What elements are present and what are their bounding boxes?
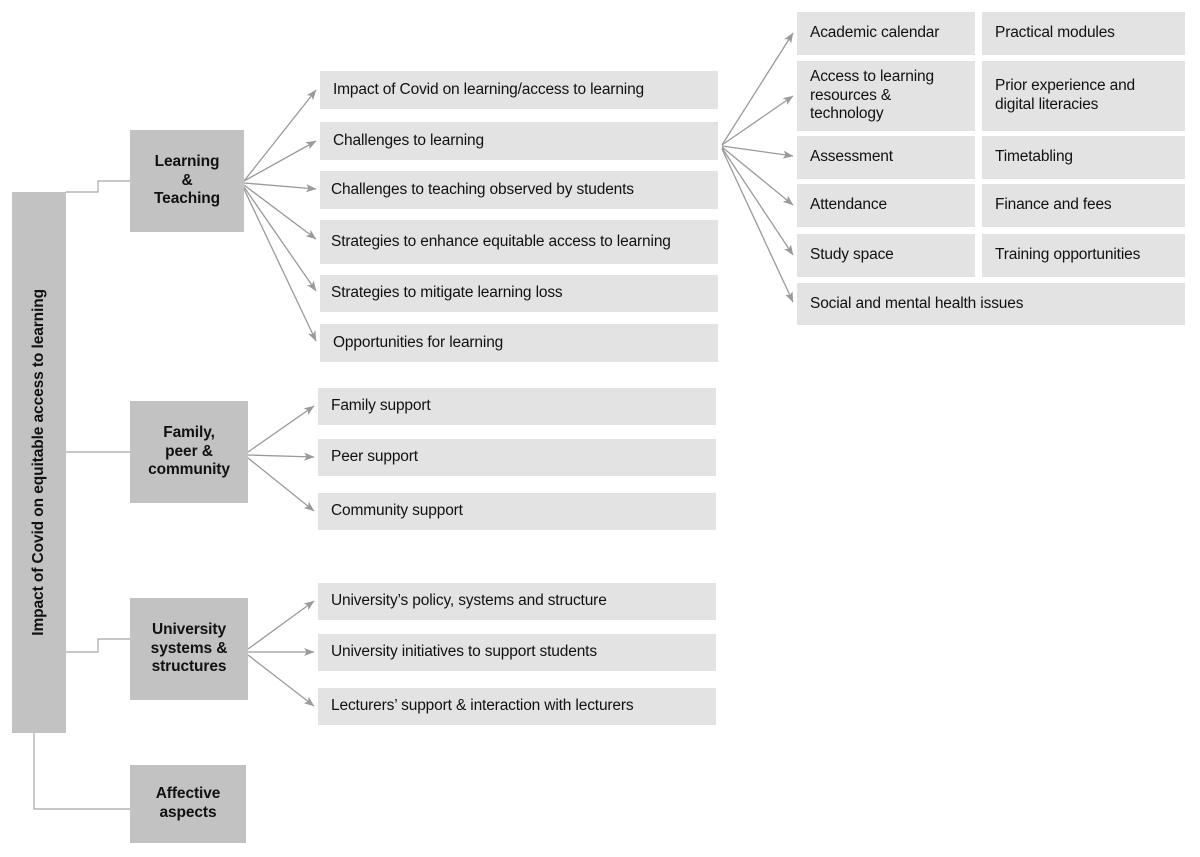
factor-academic-calendar[interactable]: Academic calendar: [797, 12, 975, 55]
category-label-line3: Teaching: [153, 190, 221, 208]
category-label-line2: aspects: [159, 804, 217, 821]
factor-label: Prior experience and digital literacies: [995, 77, 1136, 113]
subtheme-impact-of-covid-on-learning[interactable]: Impact of Covid on learning/access to le…: [320, 71, 718, 109]
factor-label: Access to learning resources & technolog…: [810, 67, 934, 123]
category-label-line2: systems &: [150, 639, 228, 657]
factor-label: Social and mental health issues: [810, 294, 1024, 312]
factor-social-and-mental-health-issues[interactable]: Social and mental health issues: [797, 283, 1185, 325]
category-label-line1: Affective: [155, 785, 221, 803]
subtheme-opportunities-for-learning[interactable]: Opportunities for learning: [320, 324, 718, 362]
subtheme-label: Strategies to mitigate learning loss: [331, 284, 563, 302]
factor-training-opportunities[interactable]: Training opportunities: [982, 234, 1185, 277]
subtheme-label: Opportunities for learning: [333, 333, 504, 351]
subtheme-university-policy-systems-structure[interactable]: University’s policy, systems and structu…: [318, 583, 716, 620]
root-node-label: Impact of Covid on equitable access to l…: [29, 289, 47, 636]
category-label-line3: structures: [151, 658, 227, 676]
factor-finance-and-fees[interactable]: Finance and fees: [982, 184, 1185, 227]
factor-label: Training opportunities: [995, 246, 1141, 264]
factor-practical-modules[interactable]: Practical modules: [982, 12, 1185, 55]
subtheme-label: Lecturers’ support & interaction with le…: [331, 697, 634, 715]
factor-label: Assessment: [810, 148, 893, 166]
subtheme-label: University’s policy, systems and structu…: [331, 592, 607, 610]
subtheme-label: Family support: [331, 397, 431, 415]
category-learning-and-teaching[interactable]: Learning & Teaching: [130, 130, 244, 232]
factor-label: Timetabling: [995, 148, 1073, 166]
category-family-peer-community[interactable]: Family, peer & community: [130, 401, 248, 503]
subtheme-challenges-to-learning[interactable]: Challenges to learning: [320, 122, 718, 160]
category-label-line1: University: [152, 620, 226, 638]
category-label-line3: community: [148, 461, 230, 479]
subtheme-label: University initiatives to support studen…: [331, 643, 597, 661]
category-label-line1: Family,: [163, 423, 215, 441]
subtheme-label: Challenges to teaching observed by stude…: [331, 180, 634, 198]
subtheme-community-support[interactable]: Community support: [318, 493, 716, 530]
subtheme-label: Challenges to learning: [333, 131, 484, 149]
subtheme-challenges-to-teaching[interactable]: Challenges to teaching observed by stude…: [320, 171, 718, 209]
factor-attendance[interactable]: Attendance: [797, 184, 975, 227]
subtheme-label: Community support: [331, 502, 463, 520]
subtheme-label: Strategies to enhance equitable access t…: [331, 232, 671, 250]
factor-label: Attendance: [810, 196, 887, 214]
factor-label: Finance and fees: [995, 196, 1112, 214]
category-affective-aspects[interactable]: Affective aspects: [130, 765, 246, 843]
factor-label: Academic calendar: [810, 24, 940, 42]
category-label-line2: peer &: [165, 442, 213, 460]
subtheme-strategies-enhance-equitable-access[interactable]: Strategies to enhance equitable access t…: [320, 220, 718, 264]
category-label-line2: &: [181, 171, 193, 189]
subtheme-university-initiatives-support-students[interactable]: University initiatives to support studen…: [318, 634, 716, 671]
subtheme-lecturers-support-interaction[interactable]: Lecturers’ support & interaction with le…: [318, 688, 716, 725]
factor-prior-experience-digital-literacies[interactable]: Prior experience and digital literacies: [982, 61, 1185, 131]
subtheme-peer-support[interactable]: Peer support: [318, 439, 716, 476]
factor-timetabling[interactable]: Timetabling: [982, 136, 1185, 179]
factor-label: Practical modules: [995, 24, 1115, 42]
subtheme-label: Peer support: [331, 448, 418, 466]
category-label-line1: Learning: [154, 152, 220, 170]
factor-access-to-learning-resources-technology[interactable]: Access to learning resources & technolog…: [797, 61, 975, 131]
subtheme-label: Impact of Covid on learning/access to le…: [333, 80, 645, 98]
factor-assessment[interactable]: Assessment: [797, 136, 975, 179]
category-university-systems-structures[interactable]: University systems & structures: [130, 598, 248, 700]
subtheme-family-support[interactable]: Family support: [318, 388, 716, 425]
root-node-impact-of-covid[interactable]: Impact of Covid on equitable access to l…: [12, 192, 66, 733]
factor-study-space[interactable]: Study space: [797, 234, 975, 277]
factor-label: Study space: [810, 246, 894, 264]
subtheme-strategies-mitigate-learning-loss[interactable]: Strategies to mitigate learning loss: [320, 275, 718, 312]
